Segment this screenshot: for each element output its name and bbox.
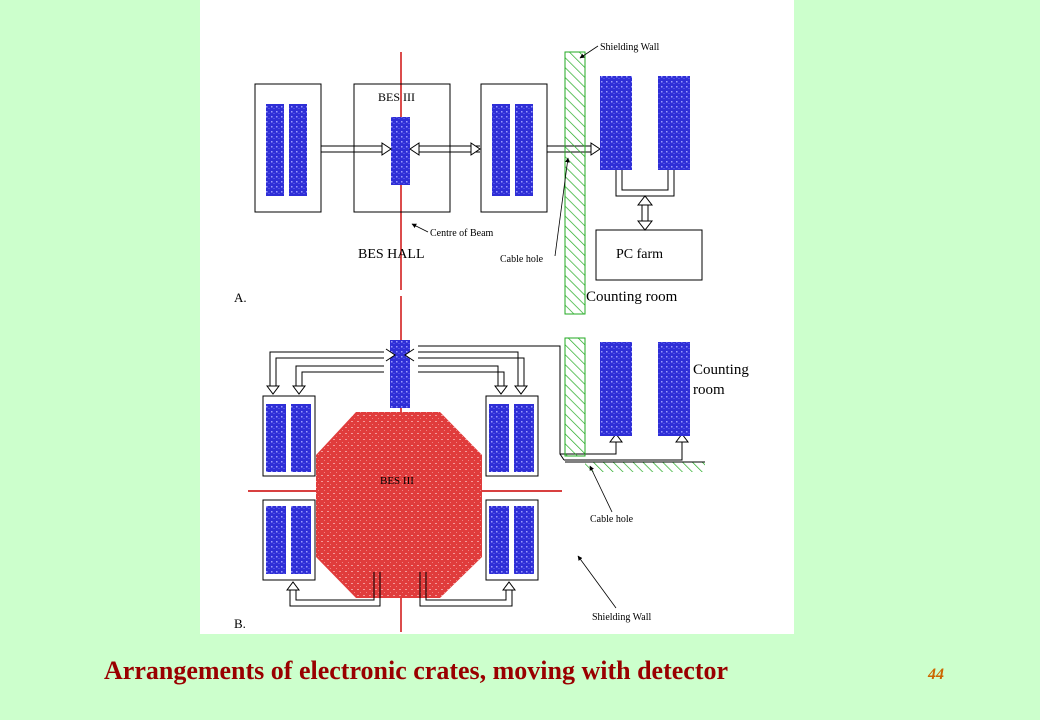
crate bbox=[391, 117, 410, 185]
arrow-icon bbox=[494, 385, 508, 395]
pointer-icon bbox=[554, 157, 570, 257]
pointer-icon bbox=[579, 45, 599, 59]
arrow-icon bbox=[609, 433, 623, 443]
arrow-icon bbox=[381, 142, 392, 156]
arrow-icon bbox=[636, 195, 654, 206]
crate bbox=[492, 104, 510, 196]
arrow-icon bbox=[266, 385, 280, 395]
cable-label-a: Cable hole bbox=[500, 254, 544, 265]
crate bbox=[489, 506, 509, 574]
detector-box-a bbox=[353, 83, 451, 213]
pc-farm-label: PC farm bbox=[616, 247, 663, 262]
crate bbox=[658, 342, 690, 436]
crate-box-upper-right bbox=[485, 395, 539, 477]
crate-arrangement-diagram: PC farm BES III BES HALL Centre of Beam … bbox=[234, 42, 749, 632]
crate-box-lower-left bbox=[262, 499, 316, 581]
shielding-wall-a bbox=[564, 51, 586, 315]
arrow-icon bbox=[590, 142, 601, 156]
crate bbox=[514, 506, 534, 574]
panel-b: BES III bbox=[234, 296, 749, 632]
crate-box-lower-right bbox=[485, 499, 539, 581]
pc-farm-box bbox=[595, 229, 703, 281]
pointer-icon bbox=[589, 465, 613, 513]
room-label-b-line2: room bbox=[693, 382, 725, 398]
cable-route-b bbox=[269, 345, 683, 607]
shielding-wall-b bbox=[564, 337, 586, 457]
crate-box-right-a bbox=[480, 83, 548, 213]
arrow-icon bbox=[409, 142, 420, 156]
pointer-icon bbox=[577, 555, 617, 609]
arrow-icon bbox=[502, 581, 516, 591]
crate bbox=[489, 404, 509, 472]
arrow-icon bbox=[286, 581, 300, 591]
arrow-icon bbox=[292, 385, 306, 395]
cable-link-a bbox=[321, 145, 596, 153]
crate-box-left-a bbox=[254, 83, 322, 213]
detector-octagon bbox=[316, 412, 482, 598]
slide-caption: Arrangements of electronic crates, movin… bbox=[104, 656, 729, 685]
crate bbox=[658, 76, 690, 170]
arrow-icon bbox=[385, 348, 396, 362]
crate bbox=[266, 404, 286, 472]
arrow-icon bbox=[675, 433, 689, 443]
panel-a-tag: A. bbox=[234, 290, 247, 305]
panel-a: PC farm BES III BES HALL Centre of Beam … bbox=[234, 42, 703, 315]
shielding-label-a: Shielding Wall bbox=[600, 42, 660, 53]
crate bbox=[390, 340, 410, 408]
detector-label-b: BES III bbox=[380, 475, 414, 487]
crate bbox=[291, 404, 311, 472]
crate bbox=[600, 76, 632, 170]
crate bbox=[266, 506, 286, 574]
shielding-wall-b-floor bbox=[585, 462, 705, 472]
figure-diagram: PC farm BES III BES HALL Centre of Beam … bbox=[200, 0, 794, 634]
crate bbox=[514, 404, 534, 472]
beam-label: Centre of Beam bbox=[430, 228, 494, 239]
page-number: 44 bbox=[928, 666, 944, 683]
detector-label-a: BES III bbox=[378, 90, 415, 104]
room-label-a: Counting room bbox=[586, 289, 678, 305]
crate bbox=[266, 104, 284, 196]
hall-label: BES HALL bbox=[358, 247, 425, 262]
crate bbox=[515, 104, 533, 196]
shielding-label-b: Shielding Wall bbox=[592, 612, 652, 623]
arrow-icon bbox=[636, 220, 654, 231]
crate bbox=[291, 506, 311, 574]
cable-label-b: Cable hole bbox=[590, 514, 634, 525]
pointer-icon bbox=[411, 223, 429, 233]
arrow-icon bbox=[470, 142, 481, 156]
crate-box-upper-left bbox=[262, 395, 316, 477]
room-label-b-line1: Counting bbox=[693, 362, 749, 378]
arrow-icon bbox=[404, 348, 415, 362]
crate bbox=[289, 104, 307, 196]
crate bbox=[600, 342, 632, 436]
arrow-icon bbox=[514, 385, 528, 395]
panel-b-tag: B. bbox=[234, 616, 246, 631]
